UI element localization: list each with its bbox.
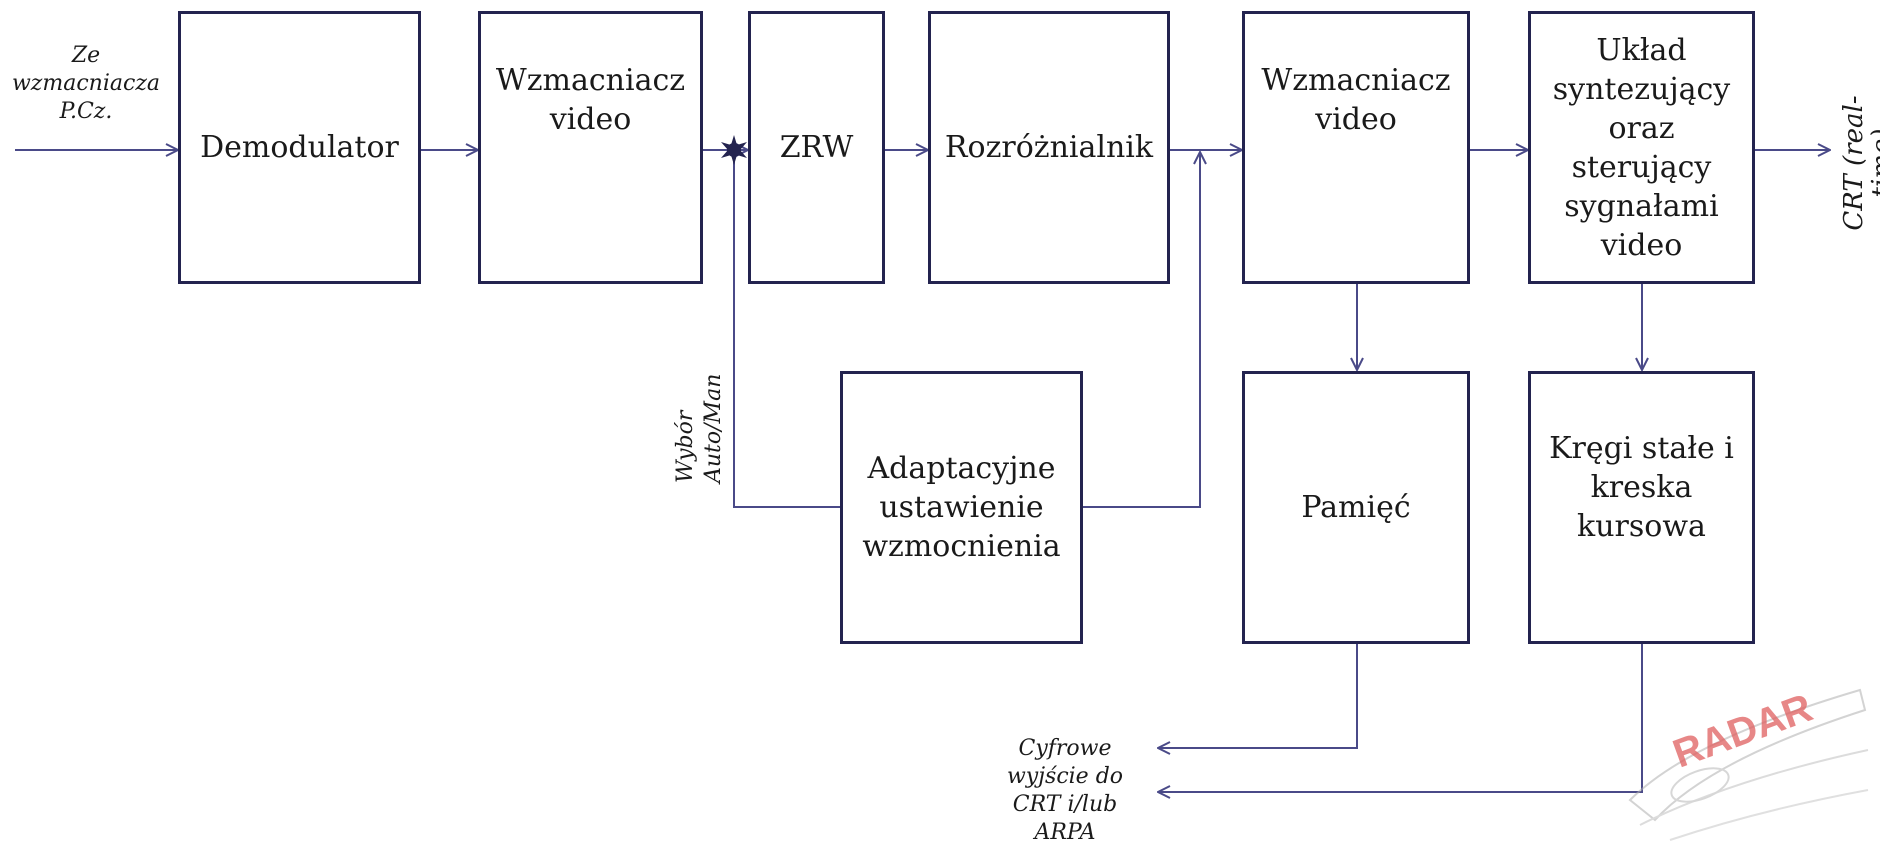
demodulator-block: Demodulator [178, 11, 421, 284]
synthesizer-block: Układ syntezujący oraz sterujący sygnała… [1528, 11, 1755, 284]
line-selector-feedback [733, 150, 840, 508]
discriminator-block: Rozróżnialnik [928, 11, 1170, 284]
junction-star-icon [721, 135, 747, 165]
memory-block: Pamięć [1242, 371, 1470, 644]
video-amplifier-2-label: Wzmacniacz video [1261, 62, 1451, 137]
demodulator-label: Demodulator [200, 130, 399, 165]
discriminator-label: Rozróżnialnik [944, 130, 1154, 165]
zrw-label: ZRW [779, 130, 854, 165]
selector-label: Wybór Auto/Man [673, 373, 726, 483]
zrw-block: ZRW [748, 11, 885, 284]
synthesizer-label: Układ syntezujący oraz sterujący sygnała… [1552, 32, 1731, 263]
range-rings-block: Kręgi stałe i kreska kursowa [1528, 371, 1755, 644]
video-amplifier-label: Wzmacniacz video [495, 62, 686, 137]
memory-label: Pamięć [1301, 490, 1411, 525]
video-amplifier-block: Wzmacniacz video [478, 11, 703, 284]
range-rings-label: Kręgi stałe i kreska kursowa [1549, 431, 1734, 544]
video-amplifier-2-block: Wzmacniacz video [1242, 11, 1470, 284]
watermark-text: RADAR [1667, 686, 1818, 777]
arrow-rings-to-digital-out [1158, 644, 1643, 792]
radar-watermark-logo: RADAR [1628, 686, 1869, 841]
input-label: Ze wzmacniacza P.Cz. [11, 43, 161, 124]
adaptive-gain-label: Adaptacyjne ustawienie wzmocnienia [862, 451, 1061, 564]
digital-output-label: Cyfrowe wyjście do CRT i/lub ARPA [1006, 736, 1124, 845]
arrow-memory-to-digital-out [1158, 644, 1358, 748]
crt-output-label: CRT (real-time) [1839, 95, 1880, 231]
adaptive-gain-block: Adaptacyjne ustawienie wzmocnienia [840, 371, 1083, 644]
arrow-adaptive-gain-to-bus [1083, 152, 1200, 508]
